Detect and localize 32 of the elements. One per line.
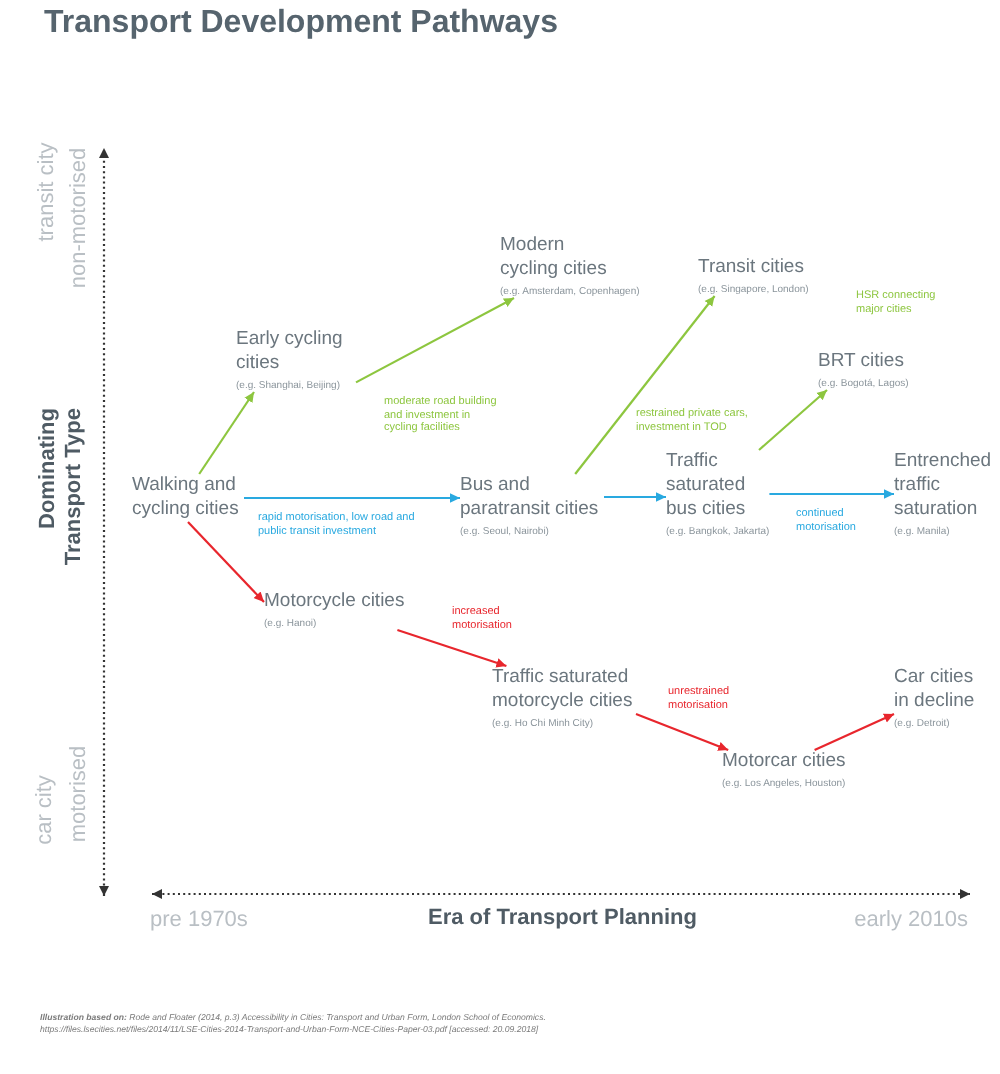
city-type-label: Traffic saturated bus cities	[666, 450, 748, 522]
city-type-label: Early cycling cities	[236, 328, 345, 376]
city-type-label: Entrenched traffic saturation	[894, 450, 994, 522]
axis-end-label: pre 1970s	[150, 908, 248, 934]
axis-end-label: car city	[33, 775, 59, 845]
axis-end-label: non-motorised	[67, 147, 93, 289]
city-type-label: Motorcar cities	[722, 750, 846, 774]
city-type-label: Car cities in decline	[894, 666, 977, 714]
axis-end-label: transit city	[35, 142, 61, 242]
axis-end-label: motorised	[67, 745, 93, 843]
city-type-label: Modern cycling cities	[500, 234, 609, 282]
arrow	[574, 295, 716, 475]
arrow	[814, 713, 895, 751]
axis-end-label: early 2010s	[854, 908, 968, 934]
arrow	[187, 521, 265, 603]
arrow	[198, 391, 255, 475]
arrow	[769, 489, 894, 499]
axis-title: Dominating Transport Type	[36, 408, 88, 570]
city-type-label: BRT cities	[818, 350, 904, 374]
arrow	[635, 712, 729, 752]
city-type-label: Traffic saturated motorcycle cities	[492, 666, 635, 714]
city-type-label: Bus and paratransit cities	[460, 474, 601, 522]
city-type-label: Motorcycle cities	[264, 590, 405, 614]
arrow	[604, 492, 666, 502]
arrow	[355, 297, 515, 384]
arrow	[244, 493, 460, 503]
arrow	[397, 628, 507, 668]
arrow	[758, 389, 828, 451]
city-type-label: Walking and cycling cities	[132, 474, 244, 522]
city-type-label: Transit cities	[698, 256, 804, 280]
diagram-title: Transport Development Pathways	[44, 4, 558, 42]
axis-title: Era of Transport Planning	[428, 906, 697, 932]
